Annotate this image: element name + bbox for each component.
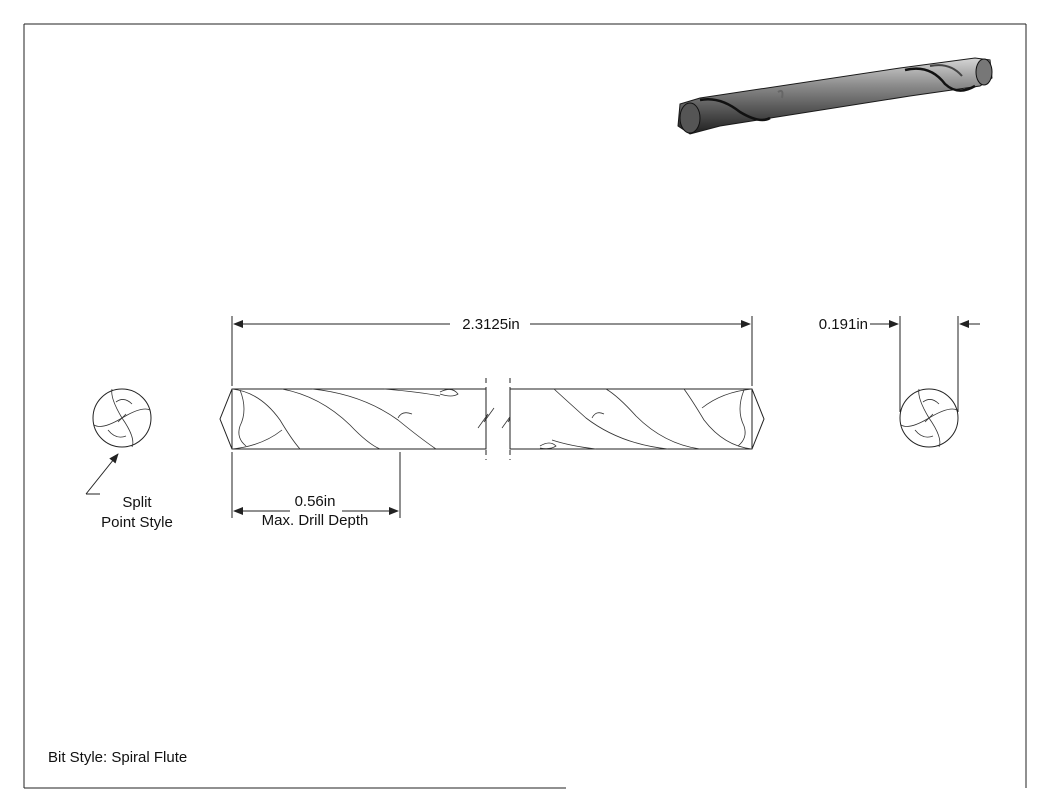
sheet-border — [23, 23, 1027, 789]
bit-style-label: Bit Style: Spiral Flute — [48, 749, 187, 766]
point-style-label-line1: Split — [122, 494, 152, 511]
drill-depth-caption: Max. Drill Depth — [262, 512, 369, 529]
isometric-render — [677, 57, 993, 135]
split-point-leader — [85, 453, 119, 495]
drill-side-view-right — [509, 388, 765, 450]
dimension-drill-depth — [231, 452, 401, 518]
overall-length-label: 2.3125in — [462, 316, 520, 333]
end-view-right — [899, 388, 959, 448]
dimension-overall-length — [231, 316, 753, 386]
drill-depth-value: 0.56in — [295, 493, 336, 510]
diameter-label: 0.191in — [819, 316, 868, 333]
dimension-diameter — [870, 316, 980, 412]
end-view-left — [92, 388, 152, 448]
drill-side-view-left — [219, 388, 487, 450]
point-style-label-line2: Point Style — [101, 514, 173, 531]
